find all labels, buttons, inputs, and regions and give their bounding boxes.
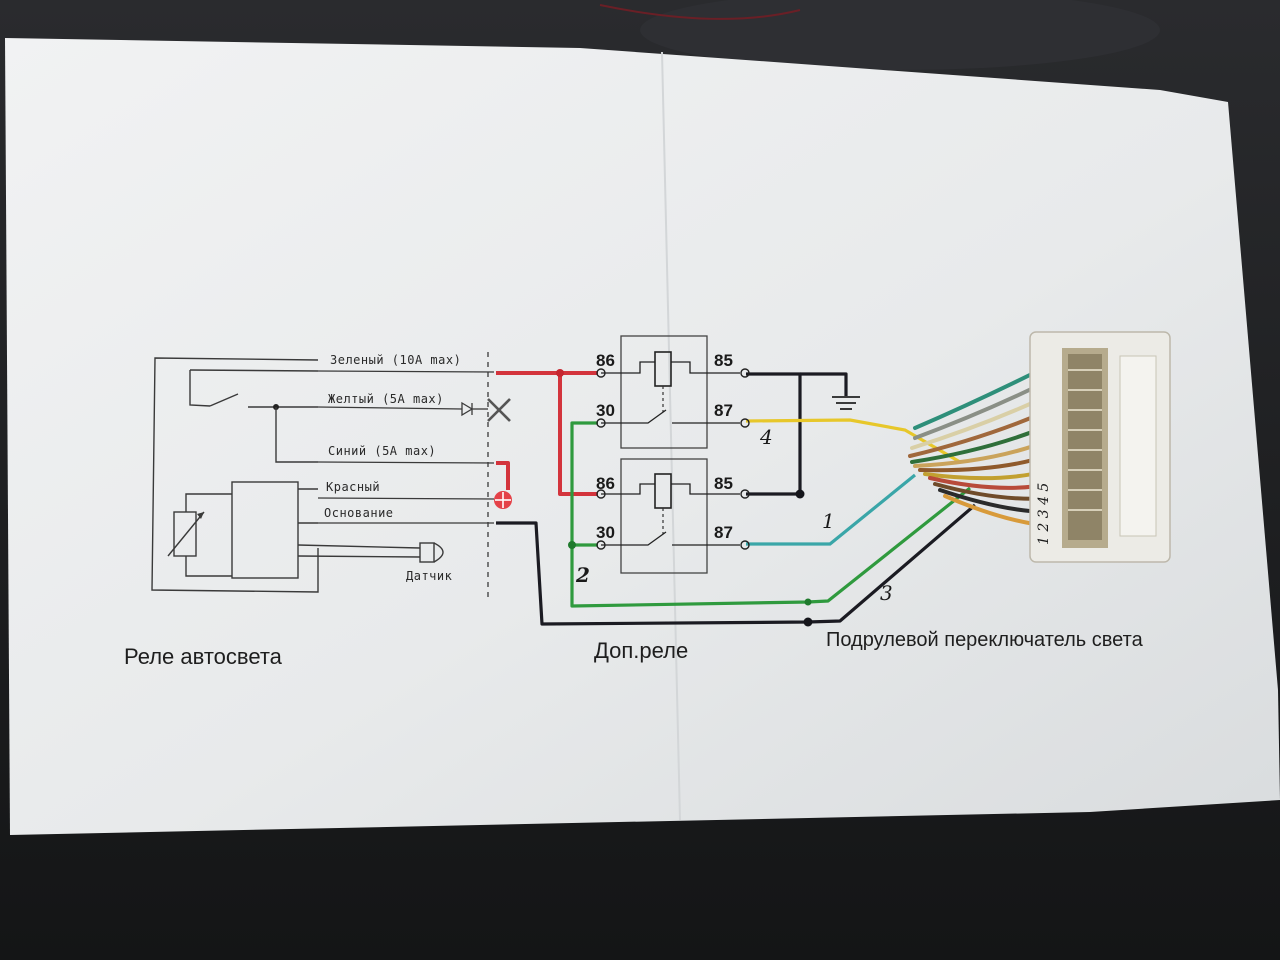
teal-wire — [746, 473, 917, 546]
paper-fold — [661, 51, 681, 821]
handwritten-4: 4 — [759, 425, 773, 449]
connector-pin-numbers: 1 2 3 4 5 — [1036, 483, 1052, 545]
black-wire — [496, 372, 977, 626]
yellow-wire — [745, 418, 961, 464]
black-junction-2 — [803, 617, 813, 627]
relay-lower-pin-85: 85 — [714, 474, 733, 493]
relay-lower-pin-87: 87 — [714, 523, 733, 542]
caption-steering-switch: Подрулевой переключатель света — [826, 629, 1144, 651]
wire-label-green: Зеленый (10A max) — [330, 353, 461, 367]
relay-output-wires — [317, 370, 495, 524]
green-junction-2 — [804, 598, 812, 606]
cut-mark-icon — [487, 398, 511, 422]
wire-label-yellow: Желтый (5A max) — [328, 392, 444, 406]
paper-sheet — [5, 38, 1280, 835]
caption-extra-relay: Доп.реле — [594, 638, 688, 663]
wire-label-blue: Синий (5A max) — [328, 444, 436, 458]
relay-upper-pin-30: 30 — [596, 401, 615, 420]
handwritten-1: 1 — [822, 509, 835, 533]
connector — [1029, 331, 1171, 563]
green-junction — [568, 541, 576, 549]
relay-lower-pin-30: 30 — [596, 523, 615, 542]
black-junction — [795, 489, 805, 499]
handwritten-3: 3 — [880, 581, 893, 605]
red-junction — [556, 369, 564, 377]
relay-lower-pin-86: 86 — [596, 474, 615, 493]
background-object — [640, 0, 1160, 70]
ground-icon — [832, 396, 860, 410]
auto-light-relay — [151, 357, 421, 593]
relay-upper-pin-86: 86 — [596, 351, 615, 370]
sensor-icon — [419, 542, 444, 563]
relay-upper-pin-87: 87 — [714, 401, 733, 420]
handwritten-2: 2 — [575, 563, 590, 587]
relay-lower — [596, 458, 750, 574]
relay-upper — [596, 335, 750, 449]
wire-label-red: Красный — [326, 480, 380, 494]
sensor-label: Датчик — [406, 569, 453, 583]
wire-label-base: Основание — [324, 506, 394, 520]
relay-upper-pin-85: 85 — [714, 351, 733, 370]
caption-auto-light-relay: Реле автосвета — [124, 644, 283, 669]
red-wire — [496, 371, 598, 496]
diode-icon — [461, 401, 488, 417]
background-cable — [599, 4, 801, 20]
red-terminal-icon — [494, 491, 512, 509]
